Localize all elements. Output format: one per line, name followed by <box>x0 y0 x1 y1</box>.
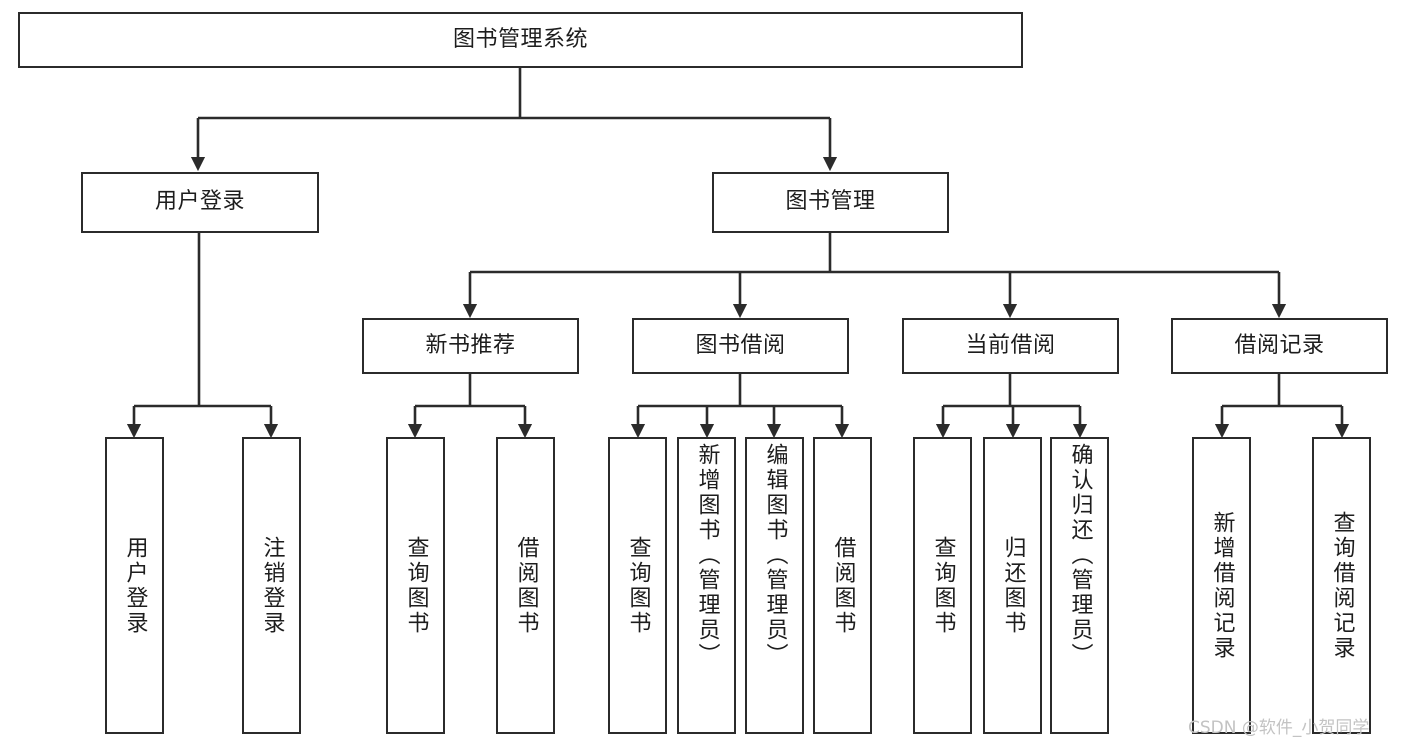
node-book-borrow[interactable]: 图书借阅 <box>632 318 849 374</box>
node-current-borrow[interactable]: 当前借阅 <box>902 318 1119 374</box>
node-label: 图书管理 <box>785 189 876 215</box>
node-label: 编辑图书（管理员） <box>762 443 788 668</box>
node-label: 确认归还（管理员） <box>1067 443 1093 668</box>
node-label: 用户登录 <box>154 189 245 215</box>
node-label: 新增图书（管理员） <box>694 443 720 668</box>
node-book-management[interactable]: 图书管理 <box>712 172 949 233</box>
node-borrow-record[interactable]: 借阅记录 <box>1171 318 1388 374</box>
node-label: 当前借阅 <box>965 332 1056 358</box>
node-label: 注销登录 <box>259 535 285 636</box>
node-label: 查询借阅记录 <box>1329 510 1355 661</box>
node-label: 查询图书 <box>930 535 956 636</box>
node-label: 图书管理系统 <box>452 26 588 52</box>
leaf-query-book-newbook[interactable]: 查询图书 <box>386 437 445 734</box>
node-user-login[interactable]: 用户登录 <box>81 172 319 233</box>
leaf-borrow-book-newbook[interactable]: 借阅图书 <box>496 437 555 734</box>
node-label: 新书推荐 <box>425 332 516 358</box>
node-new-book-recommend[interactable]: 新书推荐 <box>362 318 579 374</box>
leaf-borrow-book[interactable]: 借阅图书 <box>813 437 872 734</box>
node-label: 借阅图书 <box>513 535 539 636</box>
csdn-watermark: CSDN @软件_小贺同学 <box>1188 718 1370 738</box>
leaf-confirm-return-admin[interactable]: 确认归还（管理员） <box>1050 437 1109 734</box>
leaf-query-book-current[interactable]: 查询图书 <box>913 437 972 734</box>
leaf-add-book-admin[interactable]: 新增图书（管理员） <box>677 437 736 734</box>
node-label: 归还图书 <box>1000 535 1026 636</box>
leaf-logout[interactable]: 注销登录 <box>242 437 301 734</box>
node-label: 查询图书 <box>625 535 651 636</box>
node-label: 借阅记录 <box>1234 332 1325 358</box>
node-label: 图书借阅 <box>695 332 786 358</box>
node-label: 借阅图书 <box>830 535 856 636</box>
node-root-system[interactable]: 图书管理系统 <box>18 12 1023 68</box>
leaf-edit-book-admin[interactable]: 编辑图书（管理员） <box>745 437 804 734</box>
leaf-return-book[interactable]: 归还图书 <box>983 437 1042 734</box>
node-label: 新增借阅记录 <box>1209 510 1235 661</box>
leaf-user-login[interactable]: 用户登录 <box>105 437 164 734</box>
leaf-query-book-borrow[interactable]: 查询图书 <box>608 437 667 734</box>
leaf-query-borrow-record[interactable]: 查询借阅记录 <box>1312 437 1371 734</box>
leaf-add-borrow-record[interactable]: 新增借阅记录 <box>1192 437 1251 734</box>
node-label: 用户登录 <box>122 535 148 636</box>
node-label: 查询图书 <box>403 535 429 636</box>
